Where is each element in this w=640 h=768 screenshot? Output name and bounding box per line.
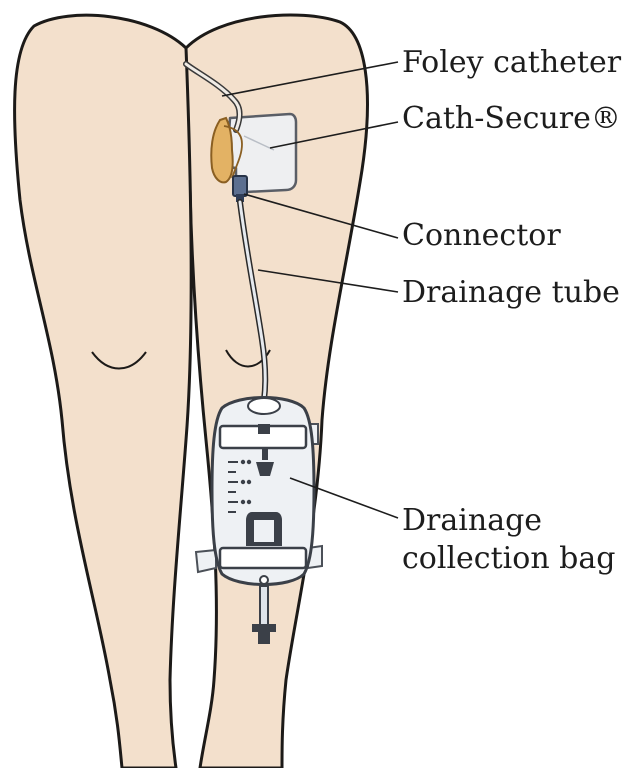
drainage-collection-bag bbox=[194, 396, 323, 644]
legs bbox=[13, 13, 369, 768]
label-connector: Connector bbox=[402, 218, 561, 253]
drainage-tube-inner bbox=[238, 200, 267, 402]
foley-catheter bbox=[183, 61, 243, 184]
label-drainage-bag-line2: collection bag bbox=[402, 541, 616, 576]
bag-scale-marks bbox=[240, 459, 252, 505]
leader-drainage-tube bbox=[257, 269, 399, 293]
label-cath-secure: Cath-Secure® bbox=[402, 101, 621, 136]
leader-foley-catheter bbox=[221, 61, 399, 97]
label-drainage-tube: Drainage tube bbox=[402, 275, 620, 310]
left-knee-line bbox=[91, 351, 147, 370]
bag-volume-scale bbox=[228, 461, 238, 513]
label-drainage-collection-bag: Drainage collection bag bbox=[402, 502, 615, 578]
leader-cath-secure bbox=[269, 121, 399, 149]
connector bbox=[232, 175, 248, 202]
leader-connector bbox=[243, 193, 399, 239]
left-leg bbox=[13, 13, 193, 768]
label-drainage-bag-line1: Drainage bbox=[402, 503, 543, 538]
callout-leaders bbox=[221, 61, 399, 519]
leader-drainage-bag bbox=[289, 477, 399, 519]
label-foley-catheter: Foley catheter bbox=[402, 45, 622, 80]
